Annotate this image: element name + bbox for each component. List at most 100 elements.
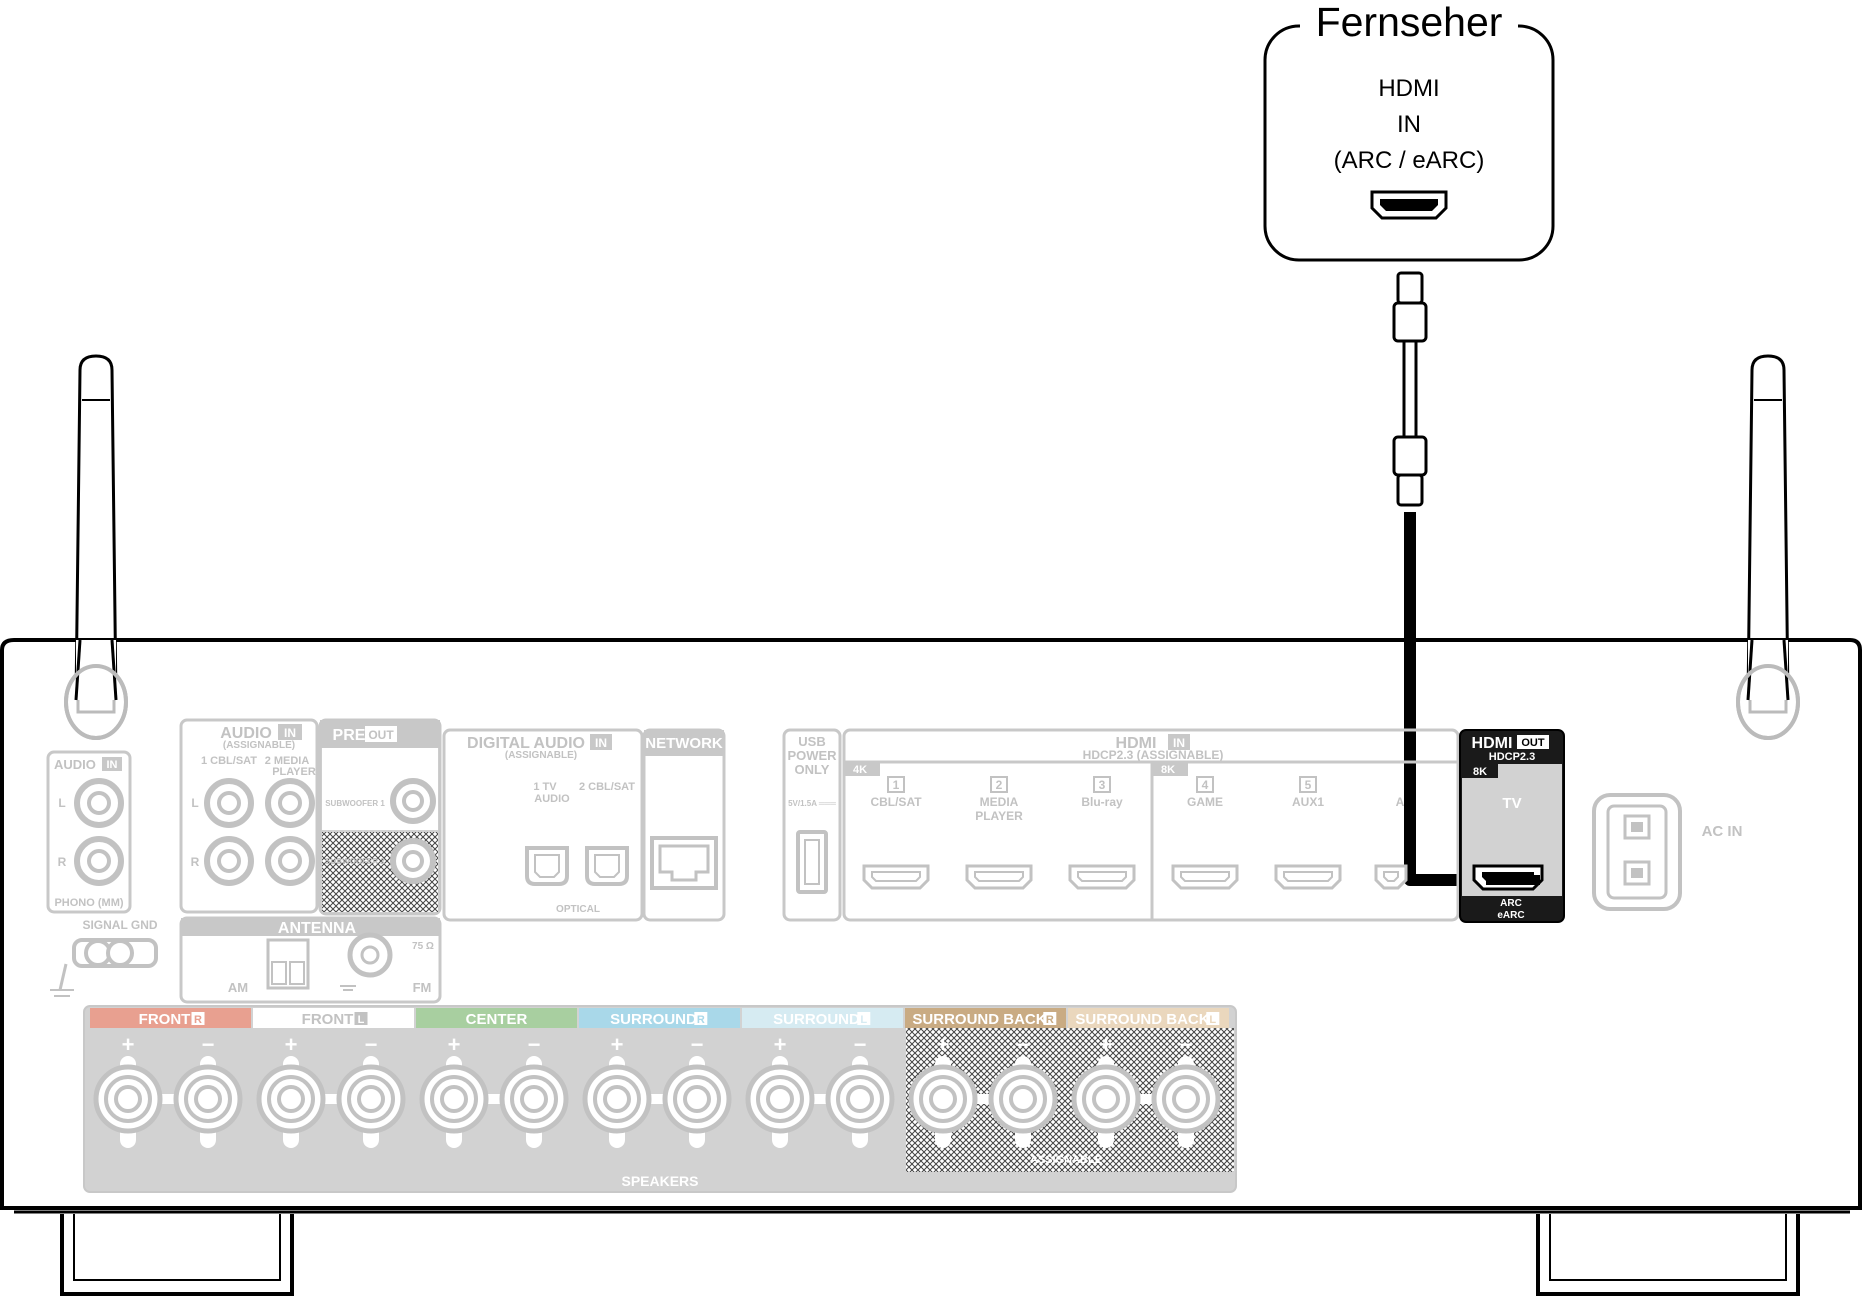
plus-label: + [448, 1032, 461, 1057]
subwoofer-2-jack[interactable] [390, 838, 436, 884]
audio-in-2-l-jack[interactable] [265, 778, 315, 828]
fm-antenna-jack[interactable] [347, 932, 393, 978]
digital-audio-sub: (ASSIGNABLE) [505, 750, 577, 761]
ac-in-socket[interactable] [1592, 793, 1682, 911]
speaker-channel-side: L [860, 1014, 867, 1026]
audio-in-panel: AUDIO IN (ASSIGNABLE) 1 CBL/SAT 2 MEDIA … [179, 718, 319, 914]
tv-box: Fernseher HDMI IN (ARC / eARC) [1263, 0, 1555, 262]
digital-audio-panel: DIGITAL AUDIO IN (ASSIGNABLE) 1 TV AUDIO… [442, 728, 644, 922]
ac-in-panel: AC IN [1592, 793, 1742, 911]
antenna-ohm-label: 75 Ω [412, 941, 434, 952]
minus-label: − [365, 1032, 378, 1057]
tv-port-label-2: IN [1397, 111, 1421, 138]
antenna-header: ANTENNA [278, 920, 357, 937]
speaker-channel-name: FRONT [139, 1011, 191, 1028]
audio-in-header: AUDIO [220, 725, 272, 742]
hdmi-in-number: 2 [996, 778, 1003, 792]
hdmi-in-number: 3 [1099, 778, 1106, 792]
plus-label: + [1100, 1032, 1113, 1057]
hdmi-in-label: A [1396, 795, 1405, 809]
speaker-channel-side: R [697, 1014, 705, 1026]
pre-out-header: PRE [333, 727, 366, 744]
signal-gnd-terminal: SIGNAL GND [50, 918, 158, 997]
hdmi-in-label: MEDIA [980, 795, 1019, 809]
speaker-channel-side: L [358, 1014, 365, 1026]
optical-1-jack[interactable] [525, 846, 569, 886]
audio-in-sub: (ASSIGNABLE) [223, 740, 295, 751]
optical-2-jack[interactable] [585, 846, 629, 886]
hdmi-8k-tag: 8K [1161, 764, 1175, 776]
network-port[interactable] [650, 836, 718, 890]
speaker-channel-name: FRONT [302, 1011, 354, 1028]
tv-port-label-1: HDMI [1378, 75, 1439, 102]
digital-audio-header: DIGITAL AUDIO [467, 735, 585, 752]
hdmi-out-arc-label: ARC [1500, 898, 1522, 909]
speaker-channel-name: SURROUND BACK [912, 1011, 1046, 1028]
speakers-assignable: ASSIGNABLE [1030, 1154, 1102, 1166]
usb-rating: 5V/1.5A ═══ [788, 799, 836, 808]
phono-l-jack[interactable] [74, 778, 124, 828]
audio-in-1-r-jack[interactable] [204, 836, 254, 886]
antenna-fm-label: FM [413, 980, 432, 995]
usb-label-1: USB [798, 734, 825, 749]
receiver-chassis [0, 638, 1862, 1296]
hdmi-out-header: HDMI [1472, 735, 1513, 752]
speaker-channel-side: R [194, 1014, 202, 1026]
speaker-channel-2: FRONT L + − [253, 1008, 414, 1170]
digital-audio-c2: 2 CBL/SAT [579, 781, 635, 793]
plus-label: + [285, 1032, 298, 1057]
phono-l-label: L [58, 796, 65, 810]
speaker-channel-name: SURROUND BACK [1075, 1011, 1209, 1028]
plus-label: + [774, 1032, 787, 1057]
tv-hdmi-port-icon [1370, 190, 1448, 220]
network-panel: NETWORK [642, 728, 726, 922]
digital-audio-caption: OPTICAL [556, 904, 600, 915]
minus-label: − [528, 1032, 541, 1057]
hdmi-out-8k-tag: 8K [1473, 766, 1487, 778]
hdmi-in-port[interactable] [1068, 864, 1136, 890]
hdmi-in-port[interactable] [1374, 864, 1408, 890]
plus-label: + [122, 1032, 135, 1057]
minus-label: − [691, 1032, 704, 1057]
speaker-channel-side: L [1209, 1014, 1216, 1026]
speaker-channel-3: CENTER+− [416, 1008, 577, 1170]
usb-label-2: POWER [787, 748, 837, 763]
hdmi-out-earc-label: eARC [1497, 910, 1524, 921]
minus-label: − [1017, 1032, 1030, 1057]
hdmi-in-port[interactable] [965, 864, 1033, 890]
hdmi-out-badge: OUT [1521, 737, 1545, 749]
hdmi-in-port[interactable] [1171, 864, 1239, 890]
tv-port-label-3: (ARC / eARC) [1334, 147, 1485, 174]
phono-audio-in-panel: AUDIO IN L R PHONO (MM) [46, 750, 132, 914]
hdmi-in-port[interactable] [1274, 864, 1342, 890]
hdmi-in-label: CBL/SAT [870, 795, 922, 809]
minus-label: − [1180, 1032, 1193, 1057]
audio-in-2-r-jack[interactable] [265, 836, 315, 886]
hdmi-in-label: GAME [1187, 795, 1223, 809]
audio-in-col2b: PLAYER [272, 766, 316, 778]
phono-r-jack[interactable] [74, 836, 124, 886]
hdmi-in-input-6: A [1374, 795, 1408, 890]
subwoofer-1-jack[interactable] [390, 778, 436, 824]
audio-in-badge: IN [284, 726, 296, 740]
digital-audio-c1b: AUDIO [534, 793, 570, 805]
antenna-panel: ANTENNA AM 75 Ω FM [179, 916, 442, 1004]
hdmi-in-port[interactable] [862, 864, 930, 890]
plus-label: + [611, 1032, 624, 1057]
audio-in-1-l-jack[interactable] [204, 778, 254, 828]
antenna-bases [64, 639, 1800, 740]
hdmi-out-panel: HDMI OUT HDCP2.3 8K TV ARC eARC [1459, 729, 1565, 923]
speaker-channel-name: SURROUND [773, 1011, 860, 1028]
pre-out-panel: PRE OUT SUBWOOFER 1 SUBWOOFER 2 [318, 718, 442, 916]
